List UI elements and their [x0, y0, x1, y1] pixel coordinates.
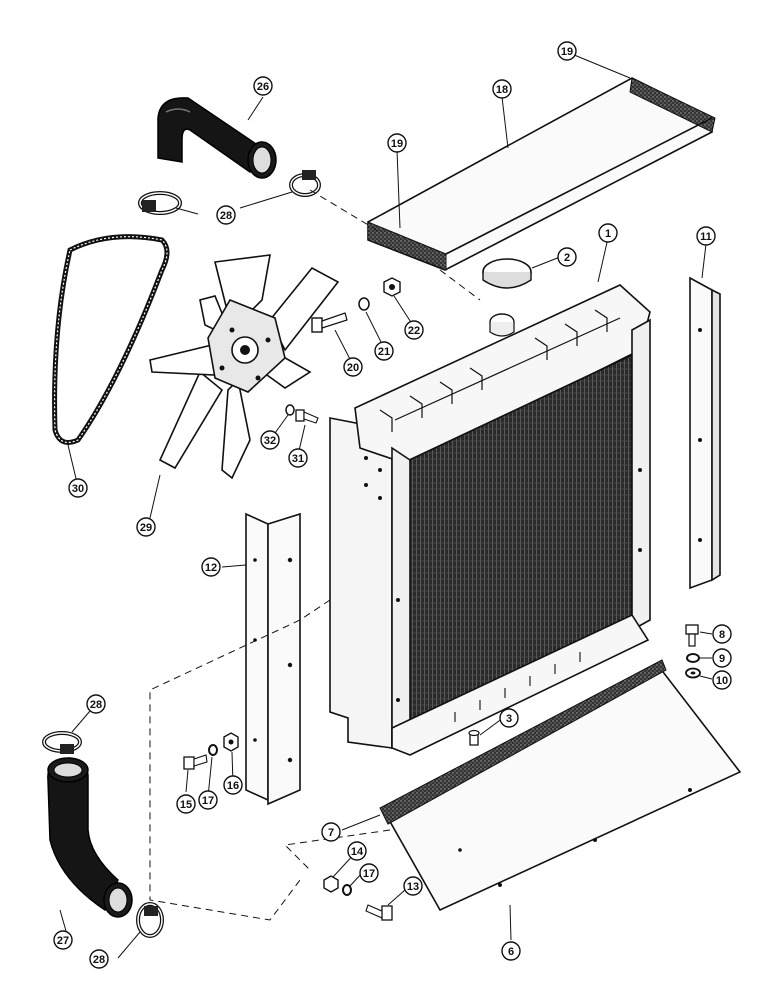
callout-19-left: 19: [387, 133, 407, 153]
bolt-8: [685, 624, 699, 647]
callout-label: 16: [227, 780, 239, 792]
callout-13: 13: [403, 876, 423, 896]
bottom-shroud-panel: [379, 659, 742, 912]
upper-hose: [157, 97, 277, 179]
callout-label: 6: [508, 946, 514, 958]
callout-27: 27: [53, 930, 73, 950]
top-shroud-panel: [367, 77, 716, 271]
callout-19-right: 19: [557, 41, 577, 61]
callout-label: 17: [202, 795, 214, 807]
callout-label: 19: [561, 46, 573, 58]
callout-9: 9: [712, 648, 732, 668]
assembly-dashed-lines: [149, 189, 481, 921]
callout-label: 28: [93, 954, 105, 966]
callout-7: 7: [321, 822, 341, 842]
upper-hose-clamp-right: [289, 170, 321, 197]
callout-label: 28: [90, 699, 102, 711]
callout-20: 20: [343, 357, 363, 377]
callout-label: 8: [719, 629, 725, 641]
callout-15: 15: [176, 794, 196, 814]
right-side-panel: [689, 276, 721, 590]
callout-31: 31: [288, 448, 308, 468]
callout-label: 22: [408, 325, 420, 337]
callout-label: 2: [564, 252, 570, 264]
callout-28-upper-left: 28: [216, 205, 236, 225]
cooling-fan: [149, 254, 340, 480]
callout-2: 2: [557, 247, 577, 267]
radiator-assembly: [329, 284, 651, 756]
drain-cock: [468, 729, 480, 746]
callout-label: 29: [140, 522, 152, 534]
callout-28-lower-top: 28: [86, 694, 106, 714]
callout-8: 8: [712, 624, 732, 644]
callout-3: 3: [499, 708, 519, 728]
callout-label: 9: [719, 653, 725, 665]
callout-label: 30: [72, 483, 84, 495]
leader-lines: [59, 51, 713, 959]
callout-30: 30: [68, 478, 88, 498]
callout-label: 19: [391, 138, 403, 150]
callout-11: 11: [696, 226, 716, 246]
bolt-15: [183, 754, 208, 770]
lock-washer-21: [358, 297, 370, 311]
callout-label: 31: [292, 453, 304, 465]
callout-label: 18: [496, 84, 508, 96]
bolt-13: [365, 904, 393, 921]
callout-label: 10: [716, 675, 728, 687]
capscrew-20: [311, 312, 348, 333]
bolt-31: [295, 409, 319, 424]
lock-washer-17-bottom: [342, 884, 352, 896]
callout-label: 21: [378, 346, 390, 358]
callout-1: 1: [598, 223, 618, 243]
left-side-panel: [245, 512, 301, 806]
callout-17-bottom: 17: [359, 863, 379, 883]
callout-label: 32: [264, 435, 276, 447]
lock-washer-9: [686, 653, 700, 663]
callout-label: 1: [605, 228, 611, 240]
callout-10: 10: [712, 670, 732, 690]
callout-label: 7: [328, 827, 334, 839]
radiator-cap: [482, 258, 532, 289]
callout-label: 15: [180, 799, 192, 811]
nut-22: [383, 277, 401, 297]
callout-label: 13: [407, 881, 419, 893]
callout-26: 26: [253, 76, 273, 96]
callout-label: 11: [700, 231, 712, 243]
callout-label: 17: [363, 868, 375, 880]
callout-32: 32: [260, 430, 280, 450]
callout-29: 29: [136, 517, 156, 537]
callout-label: 27: [57, 935, 69, 947]
callout-label: 26: [257, 81, 269, 93]
lower-hose: [47, 757, 133, 918]
nut-14: [323, 875, 339, 893]
callout-22: 22: [404, 320, 424, 340]
upper-hose-clamp-left: [138, 191, 182, 215]
callout-6: 6: [501, 941, 521, 961]
callout-16: 16: [223, 775, 243, 795]
callout-label: 12: [205, 562, 217, 574]
nut-16: [223, 732, 239, 752]
lock-washer-17-left: [208, 744, 218, 756]
flat-washer-10: [685, 667, 701, 679]
fan-belt: [52, 234, 170, 445]
callout-18: 18: [492, 79, 512, 99]
callout-17-left: 17: [198, 790, 218, 810]
callout-label: 20: [347, 362, 359, 374]
washer-32: [285, 404, 295, 416]
lower-hose-clamp-top: [42, 731, 82, 754]
lower-hose-clamp-bottom: [136, 902, 164, 938]
callout-label: 28: [220, 210, 232, 222]
callout-label: 3: [506, 713, 512, 725]
callout-label: 14: [351, 846, 364, 858]
callout-12: 12: [201, 557, 221, 577]
callout-21: 21: [374, 341, 394, 361]
callout-28-lower-bottom: 28: [89, 949, 109, 969]
callout-14: 14: [347, 841, 367, 861]
